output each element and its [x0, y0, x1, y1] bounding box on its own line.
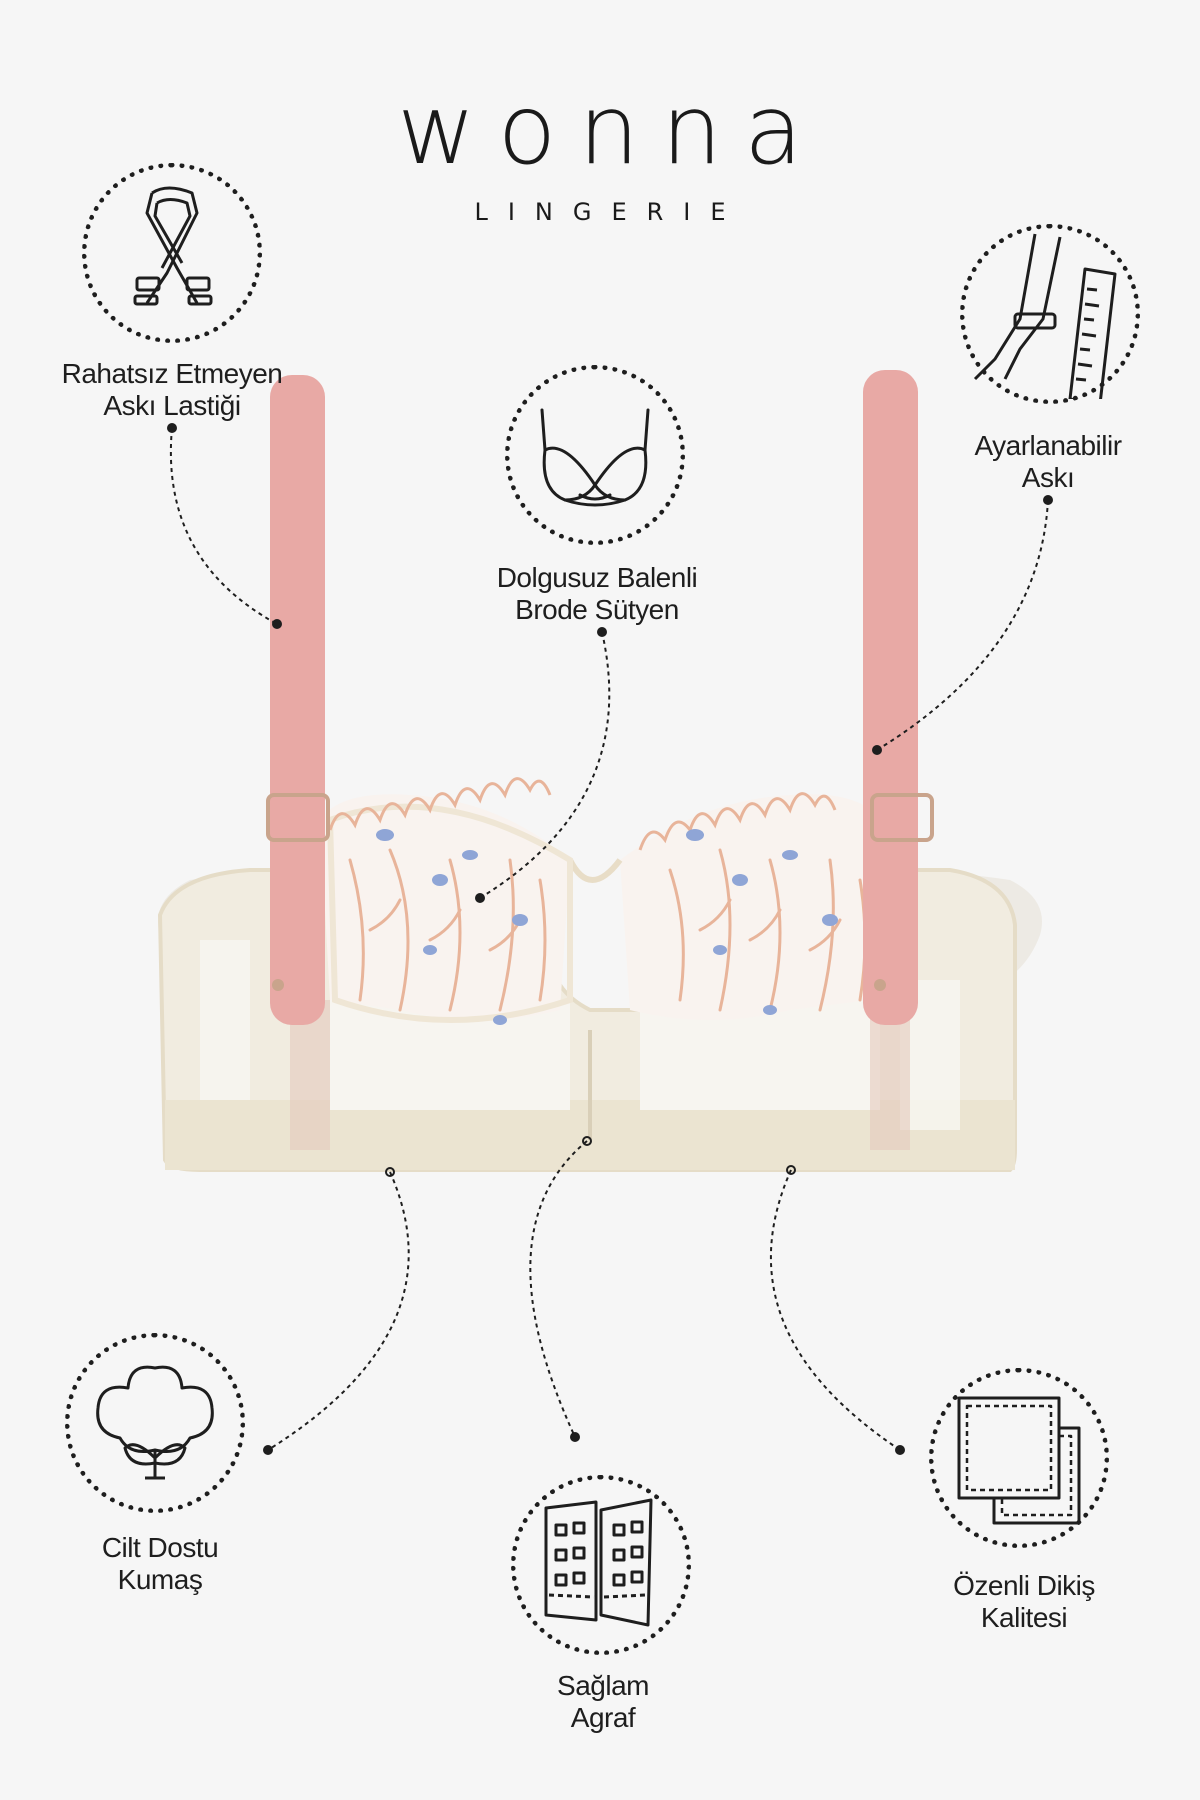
label-stitch: Özenli Dikiş Kalitesi	[953, 1570, 1095, 1633]
brand-name: wonna	[397, 74, 825, 186]
hook-badge	[511, 1475, 691, 1655]
label-adjustable: Ayarlanabilir Askı	[974, 430, 1122, 493]
stitch-icon	[957, 1396, 1081, 1525]
label-fabric: Cilt Dostu Kumaş	[101, 1532, 219, 1595]
label-strap-elastic: Rahatsız Etmeyen Askı Lastiği	[61, 358, 283, 421]
strap-icon	[133, 186, 213, 306]
brand-subtitle: LINGERIE	[474, 198, 746, 226]
cotton-icon	[96, 1365, 214, 1480]
brand-logo: wonna LINGERIE	[0, 80, 1200, 226]
strap-badge	[82, 163, 262, 343]
cotton-badge	[65, 1333, 245, 1513]
ruler-strap-icon	[973, 233, 1117, 399]
label-hook: Sağlam Agraf	[557, 1670, 649, 1733]
stitch-badge	[929, 1368, 1109, 1548]
label-underwire: Dolgusuz Balenli Brode Sütyen	[496, 562, 698, 625]
hook-eye-icon	[544, 1498, 653, 1627]
bra-badge	[505, 365, 685, 545]
bra-icon	[540, 408, 650, 507]
adjustable-badge	[960, 224, 1140, 404]
